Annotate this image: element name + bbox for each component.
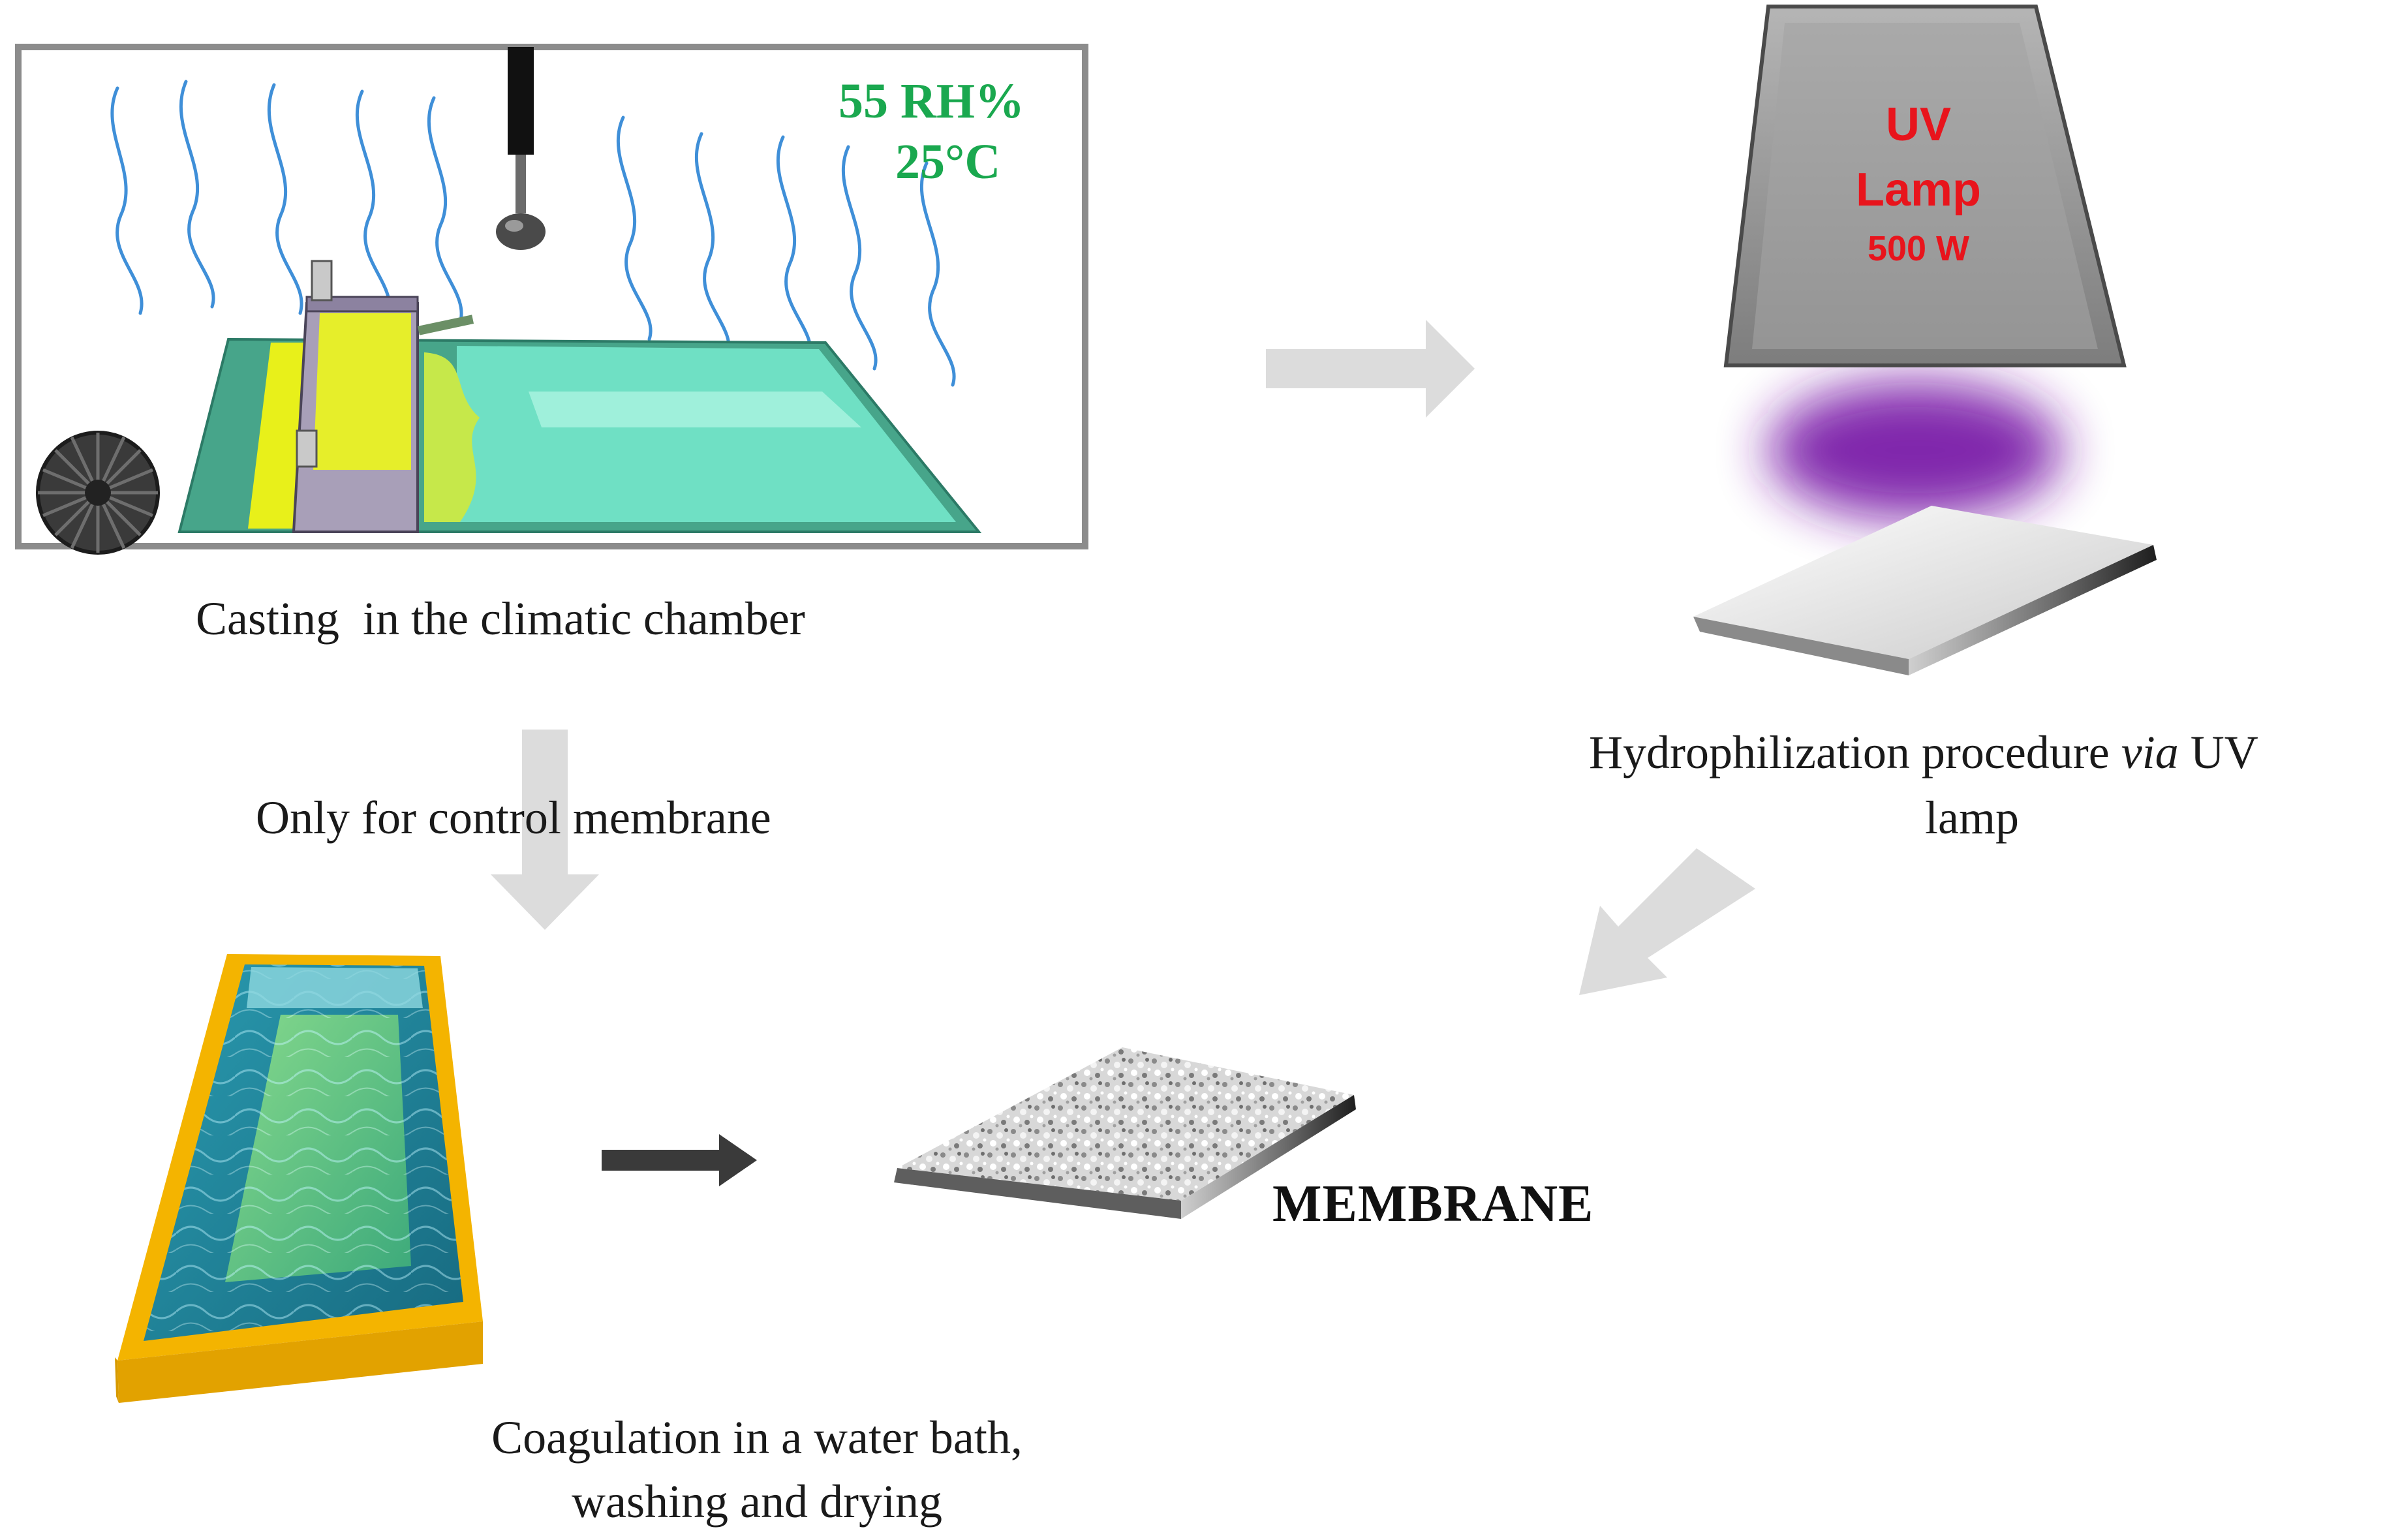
uv-caption-italic: via [2121, 726, 2179, 778]
coagulation-caption-line2: washing and drying [572, 1475, 942, 1528]
humidity-waves [110, 80, 956, 387]
holder-rod [496, 47, 546, 250]
uv-caption-suffix: UV [2178, 726, 2258, 778]
uv-lamp [1723, 5, 2127, 519]
lamp-label-lamp: Lamp [1855, 164, 1982, 216]
casting-knife [292, 260, 474, 533]
membrane-label: MEMBRANE [1272, 1175, 1594, 1233]
cast-film [457, 346, 956, 522]
uv-plate [1693, 506, 2157, 675]
uv-glow [1768, 382, 2062, 519]
arrow-uv-to-membrane [1579, 848, 1755, 995]
water-bath [115, 954, 483, 1403]
humidity-label: 55 RH% [839, 74, 1024, 129]
coagulation-caption-line1: Coagulation in a water bath, [491, 1411, 1023, 1464]
arrow-bath-to-membrane [602, 1134, 757, 1186]
chamber-caption: Casting in the climatic chamber [196, 593, 805, 645]
temperature-label: 25°C [895, 134, 1001, 189]
uv-caption-prefix: Hydrophilization procedure [1589, 726, 2121, 778]
fan-icon [36, 431, 160, 555]
control-membrane-note: Only for control membrane [256, 792, 771, 844]
arrow-chamber-to-bath [491, 730, 599, 930]
climatic-chamber [15, 44, 1088, 555]
uv-caption-line2: lamp [1925, 792, 2019, 844]
lamp-label-uv: UV [1885, 99, 1952, 151]
membrane-sheet [894, 1047, 1356, 1219]
arrow-chamber-to-uv [1266, 320, 1475, 418]
lamp-power-label: 500 W [1867, 229, 1970, 268]
uv-caption: Hydrophilization procedure via UV [1589, 721, 2258, 784]
